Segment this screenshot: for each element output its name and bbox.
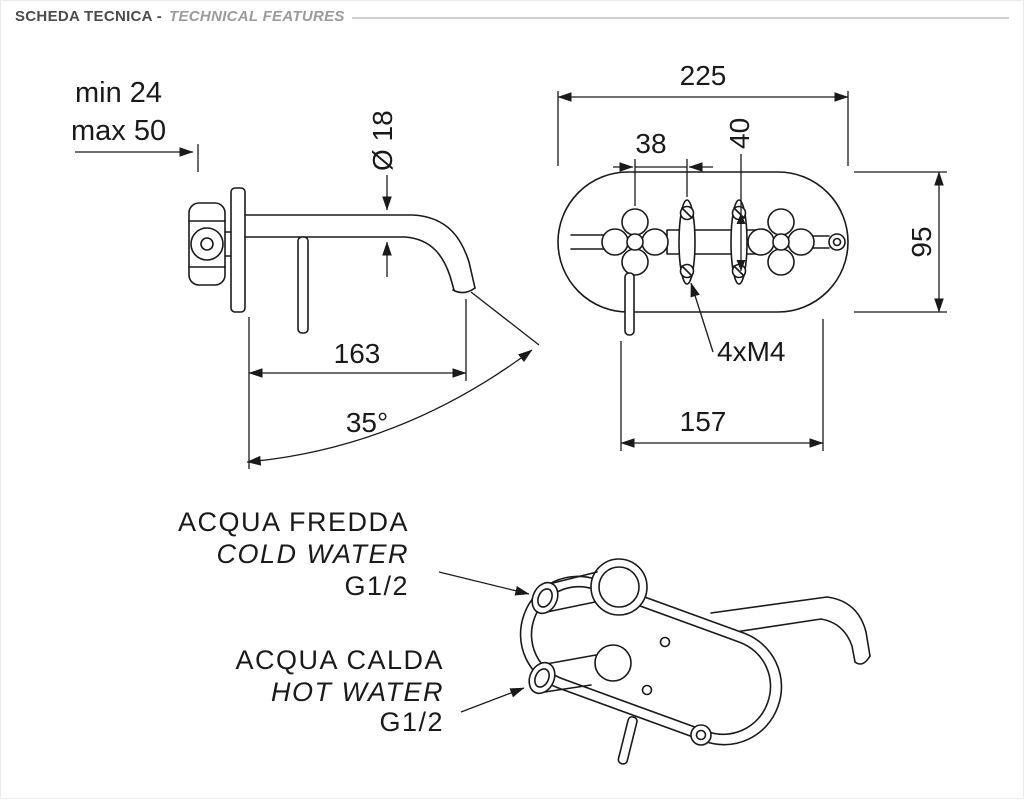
- left-handle: [601, 208, 669, 276]
- front-view-drawing: 225 38 40 95 4xM4 157: [557, 60, 947, 451]
- hot-valve-body: [594, 644, 632, 682]
- page-title: SCHEDA TECNICA -: [15, 8, 163, 25]
- dim-plate-width: 225: [680, 60, 727, 91]
- hot-water-label-en: HOT WATER: [271, 677, 444, 707]
- hot-water-thread: G1/2: [379, 707, 444, 737]
- dim-wall-depth-max: max 50: [71, 115, 166, 147]
- cold-water-thread: G1/2: [344, 571, 409, 601]
- side-view-drawing: min 24 max 50 Ø 18 163 35°: [71, 77, 540, 469]
- spout-end-cap: [452, 287, 476, 294]
- wall-plate-side: [230, 187, 246, 313]
- spout-3d-top: [710, 596, 871, 657]
- hot-leader-arrow: [460, 687, 525, 713]
- dim-spout-diameter: Ø 18: [367, 110, 398, 171]
- page-subtitle: TECHNICAL FEATURES: [169, 8, 345, 25]
- cold-water-label-it: ACQUA FREDDA: [178, 507, 409, 537]
- cold-water-label-en: COLD WATER: [216, 539, 409, 569]
- hot-water-label-it: ACQUA CALDA: [235, 645, 444, 675]
- spout-outlet: [828, 233, 846, 251]
- perspective-view-drawing: ACQUA FREDDA COLD WATER G1/2 ACQUA CALDA…: [178, 507, 871, 765]
- cartridge-circle: [190, 227, 224, 261]
- spout-bottom-edge: [244, 236, 455, 291]
- dim-screws-label: 4xM4: [717, 336, 785, 367]
- hanging-rod-3d: [617, 716, 638, 765]
- cold-leader-arrow: [438, 571, 530, 596]
- dim-spout-angle: 35°: [346, 407, 388, 438]
- hanging-rod-front: [624, 272, 635, 336]
- spout-3d-bottom: [714, 618, 856, 663]
- dim-plate-height: 95: [906, 226, 937, 257]
- spout-top-edge: [244, 214, 476, 289]
- right-handle: [747, 208, 815, 276]
- header-rule: [351, 17, 1009, 19]
- dim-spout-length: 163: [334, 338, 381, 369]
- lower-outlet: [690, 724, 712, 746]
- wall-plate-3d: [519, 575, 783, 746]
- dim-centers-distance: 157: [680, 406, 727, 437]
- dim-screw-spacing: 40: [724, 118, 755, 149]
- header: SCHEDA TECNICA - TECHNICAL FEATURES: [15, 8, 1009, 25]
- dim-screw-offset: 38: [635, 128, 666, 159]
- dim-wall-depth-min: min 24: [75, 77, 162, 109]
- hanging-rod-side: [297, 236, 309, 334]
